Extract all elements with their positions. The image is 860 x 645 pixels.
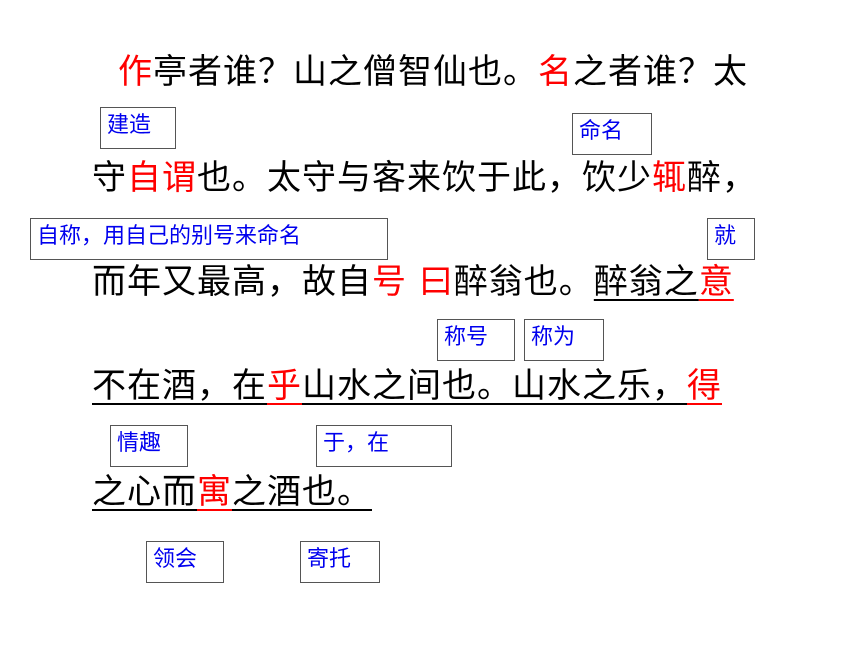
underlined-text: 山水之间也。山水之乐， <box>302 366 687 406</box>
highlighted-word-yu: 寓 <box>197 472 232 512</box>
highlighted-word-yue: 曰 <box>418 262 454 302</box>
gloss-box-chenghao: 称号 <box>437 319 515 361</box>
underlined-text: 醉翁之 <box>593 262 699 302</box>
highlighted-word-de: 得 <box>687 366 722 406</box>
gloss-box-zicheng: 自称，用自己的别号来命名 <box>30 218 388 260</box>
underlined-text: 不在酒，在 <box>92 366 267 406</box>
highlighted-word-zuo: 作 <box>118 52 153 92</box>
gloss-box-yuzai: 于，在 <box>316 425 452 467</box>
passage-text: 守 <box>92 158 127 198</box>
highlighted-word-hao: 号 <box>372 262 407 302</box>
highlighted-word-ming: 名 <box>538 52 573 92</box>
gloss-box-jianzao: 建造 <box>100 107 176 149</box>
passage-text: 醉翁也。 <box>453 262 594 302</box>
highlighted-word-yi: 意 <box>698 262 734 302</box>
gloss-box-chengwei: 称为 <box>524 319 604 361</box>
passage-line-1: 作亭者谁？山之僧智仙也。名之者谁？太 <box>118 52 748 92</box>
gloss-box-qingqu: 情趣 <box>110 425 188 467</box>
highlighted-word-ziwei: 自谓 <box>127 158 197 198</box>
passage-text: 亭者谁？山之僧智仙也。 <box>153 52 538 92</box>
gloss-box-jituo: 寄托 <box>300 541 380 583</box>
highlighted-word-hu: 乎 <box>267 366 302 406</box>
underlined-text: 之心而 <box>92 472 197 512</box>
passage-space <box>407 262 419 302</box>
underlined-text: 之酒也。 <box>232 472 372 512</box>
gloss-box-jiu: 就 <box>707 218 755 260</box>
passage-line-5: 之心而寓之酒也。 <box>92 472 372 512</box>
passage-text: 之者谁？太 <box>573 52 748 92</box>
passage-text: 醉， <box>687 158 757 198</box>
passage-line-3: 而年又最高，故自号 曰醉翁也。醉翁之意 <box>92 262 734 302</box>
passage-text: 也。太守与客来饮于此，饮少 <box>197 158 652 198</box>
highlighted-word-zhe: 辄 <box>652 158 687 198</box>
passage-line-4: 不在酒，在乎山水之间也。山水之乐，得 <box>92 366 722 406</box>
gloss-box-mingming: 命名 <box>572 113 652 155</box>
gloss-box-linghui: 领会 <box>146 541 224 583</box>
passage-text: 而年又最高，故自 <box>92 262 372 302</box>
passage-line-2: 守自谓也。太守与客来饮于此，饮少辄醉， <box>92 158 757 198</box>
